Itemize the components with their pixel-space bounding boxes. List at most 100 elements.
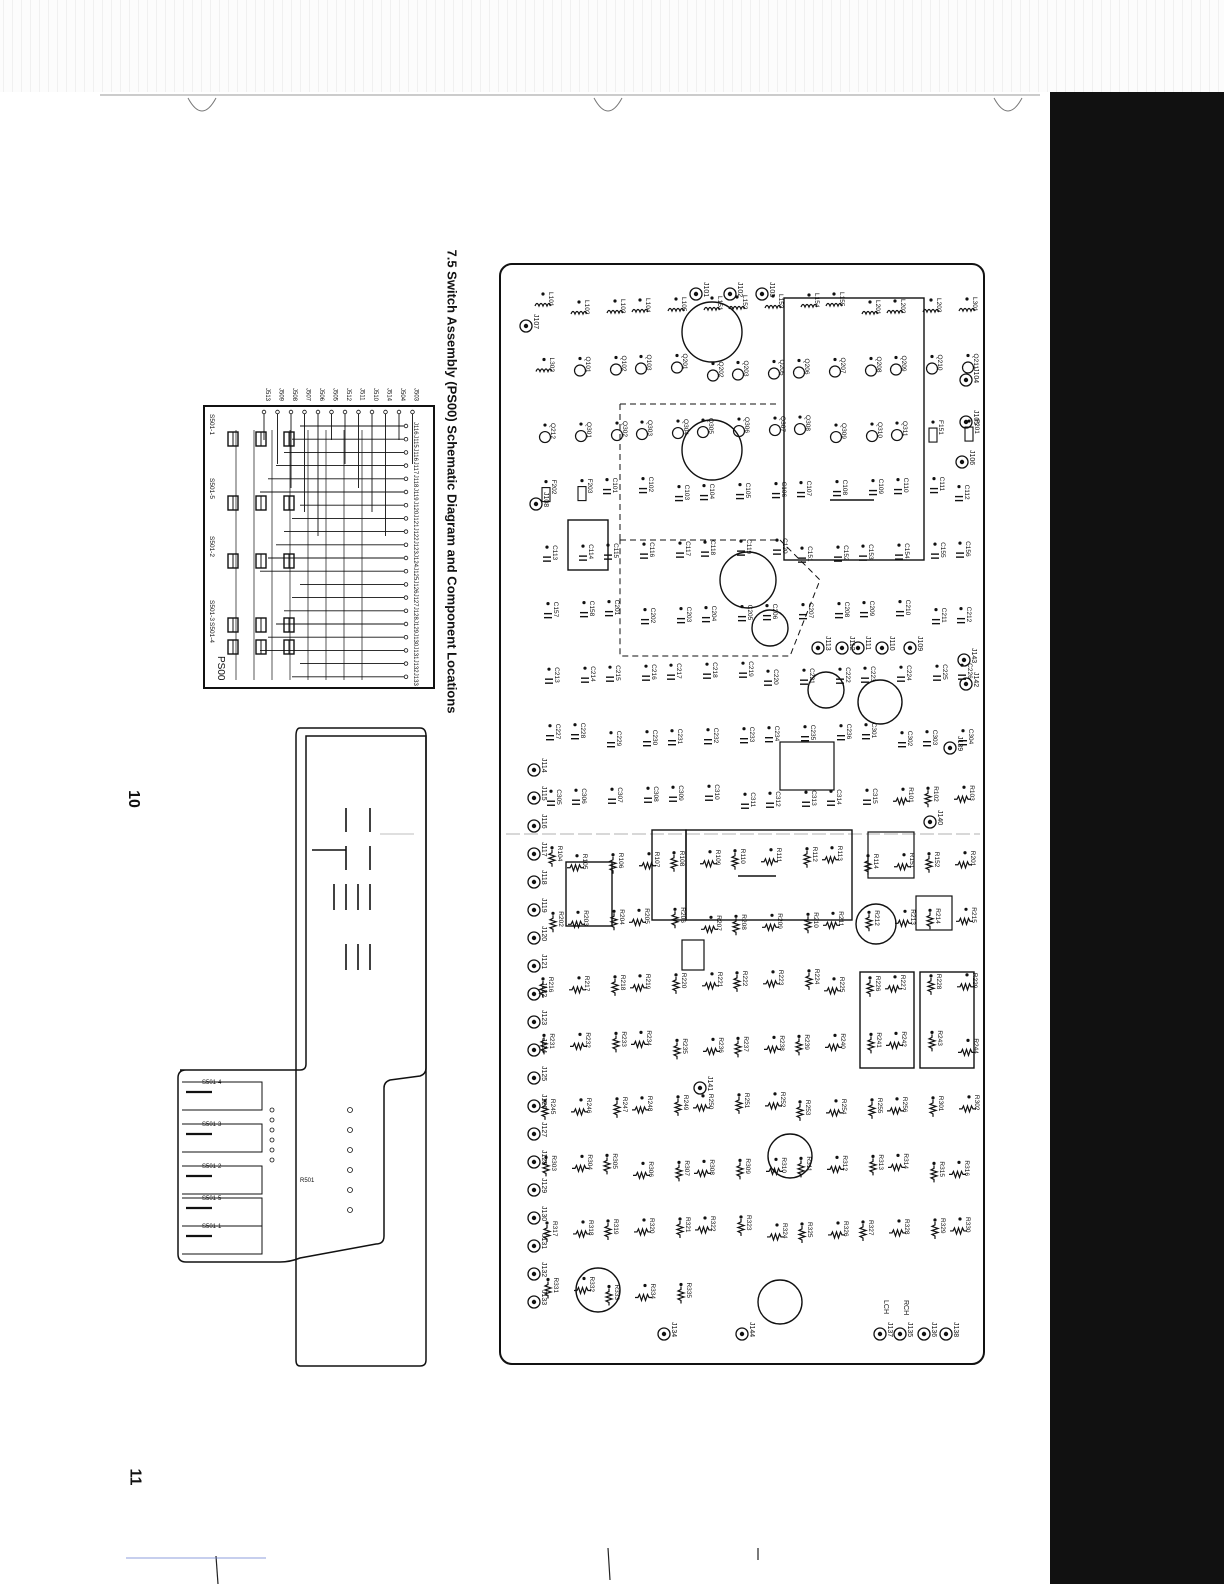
solder-pad bbox=[709, 915, 713, 919]
solder-pad bbox=[861, 544, 865, 548]
component-label: R244 bbox=[972, 1038, 979, 1054]
jack-pin bbox=[877, 1331, 883, 1337]
schematic-board-label: PS00 bbox=[215, 656, 226, 681]
solder-pad bbox=[678, 541, 682, 545]
component-label: R107 bbox=[653, 852, 660, 868]
switch-outline bbox=[182, 1165, 263, 1195]
inductor-symbol bbox=[534, 302, 552, 308]
component-label: C102 bbox=[647, 477, 654, 493]
component-label: C222 bbox=[844, 667, 851, 683]
component-label: R105 bbox=[581, 854, 588, 870]
solder-pad bbox=[542, 1033, 546, 1037]
solder-pad bbox=[931, 1096, 935, 1100]
component-label: Q206 bbox=[803, 359, 810, 375]
jack-label: J117 bbox=[540, 842, 547, 857]
jack-label: J114 bbox=[540, 758, 547, 773]
transistor-symbol bbox=[671, 426, 685, 440]
jack-ring bbox=[527, 1015, 541, 1029]
component-label: Q102 bbox=[620, 356, 627, 372]
component-label: C205 bbox=[746, 605, 753, 621]
resistor-symbol bbox=[541, 1159, 551, 1177]
solder-pad bbox=[611, 853, 615, 857]
component-label: C231 bbox=[676, 729, 683, 745]
transistor-symbol bbox=[538, 430, 552, 444]
resistor-symbol bbox=[889, 1228, 906, 1238]
jack-label: J144 bbox=[748, 1322, 755, 1337]
switch-outline bbox=[182, 1123, 263, 1153]
solder-pad bbox=[605, 477, 609, 482]
component-label: L155 bbox=[838, 292, 845, 307]
solder-pad bbox=[703, 1216, 707, 1220]
resistor-symbol bbox=[609, 913, 619, 931]
solder-pad bbox=[861, 1220, 865, 1224]
component-label: R212 bbox=[873, 910, 880, 926]
transistor-symbol bbox=[865, 429, 879, 443]
resistor-symbol bbox=[612, 1100, 622, 1118]
solder-pad bbox=[548, 724, 552, 728]
solder-pad bbox=[547, 667, 551, 671]
schematic-pin bbox=[403, 661, 409, 666]
switch-board-pad bbox=[347, 1167, 353, 1173]
resistor-symbol bbox=[702, 980, 719, 991]
jack-ring bbox=[873, 1327, 887, 1341]
resistor-symbol bbox=[886, 1040, 903, 1051]
component-label: C204 bbox=[710, 606, 717, 622]
component-label: Q311 bbox=[901, 421, 908, 437]
resistor-symbol bbox=[929, 1165, 939, 1183]
jack-pin bbox=[947, 745, 953, 751]
solder-pad bbox=[775, 538, 779, 542]
component-label: R228 bbox=[935, 974, 942, 990]
component-label: C223 bbox=[869, 666, 876, 682]
solder-pad bbox=[739, 1215, 743, 1219]
binder-marks bbox=[100, 94, 1040, 112]
jack-label: J140 bbox=[936, 810, 943, 825]
solder-pad bbox=[679, 607, 683, 611]
component-label: R221 bbox=[716, 972, 723, 988]
resistor-symbol bbox=[923, 790, 933, 808]
solder-pad bbox=[898, 600, 902, 604]
solder-pad bbox=[933, 542, 937, 546]
solder-pad bbox=[644, 664, 648, 668]
solder-pad bbox=[870, 422, 874, 426]
jack-pin bbox=[531, 1271, 537, 1277]
inductor-symbol bbox=[861, 310, 879, 316]
jack-label: J136 bbox=[930, 1322, 937, 1337]
component-label: R332 bbox=[588, 1276, 595, 1292]
solder-pad bbox=[576, 910, 580, 914]
resistor-symbol bbox=[959, 1103, 976, 1114]
component-label: Q210 bbox=[936, 355, 943, 371]
schematic-pin bbox=[403, 516, 409, 521]
switch-board-pad bbox=[347, 1127, 353, 1133]
resistor-symbol bbox=[955, 859, 972, 870]
solder-pad bbox=[546, 1277, 550, 1282]
component-label: C105 bbox=[744, 483, 751, 499]
solder-pad bbox=[638, 974, 642, 978]
component-label: C234 bbox=[773, 726, 780, 742]
solder-pad bbox=[613, 299, 617, 303]
jack-pin bbox=[943, 1331, 949, 1337]
transistor-symbol bbox=[793, 422, 807, 436]
solder-pad bbox=[734, 914, 738, 918]
solder-pad bbox=[925, 730, 929, 734]
schematic-pin bbox=[403, 569, 409, 574]
component-label: C109 bbox=[877, 479, 884, 495]
solder-pad bbox=[546, 602, 550, 606]
component-label: R209 bbox=[776, 913, 783, 929]
resistor-symbol bbox=[930, 1221, 940, 1239]
transistor-symbol bbox=[634, 362, 648, 375]
jack-pin bbox=[963, 681, 969, 687]
jack-label: J111 bbox=[864, 636, 871, 650]
solder-pad bbox=[833, 357, 837, 362]
resistor-symbol bbox=[631, 1039, 648, 1050]
resistor-symbol bbox=[695, 1225, 712, 1235]
jack-label: J135 bbox=[906, 1322, 913, 1337]
component-label: R246 bbox=[585, 1098, 592, 1114]
solder-pad bbox=[643, 1283, 647, 1288]
solder-pad bbox=[770, 913, 774, 917]
component-label: L104 bbox=[644, 298, 651, 313]
jack-pin bbox=[531, 879, 537, 885]
jack-label: J104 bbox=[972, 368, 979, 383]
schematic-pin-label: J116 bbox=[412, 422, 418, 435]
solder-pad bbox=[901, 787, 905, 791]
jack-pin bbox=[531, 963, 537, 969]
